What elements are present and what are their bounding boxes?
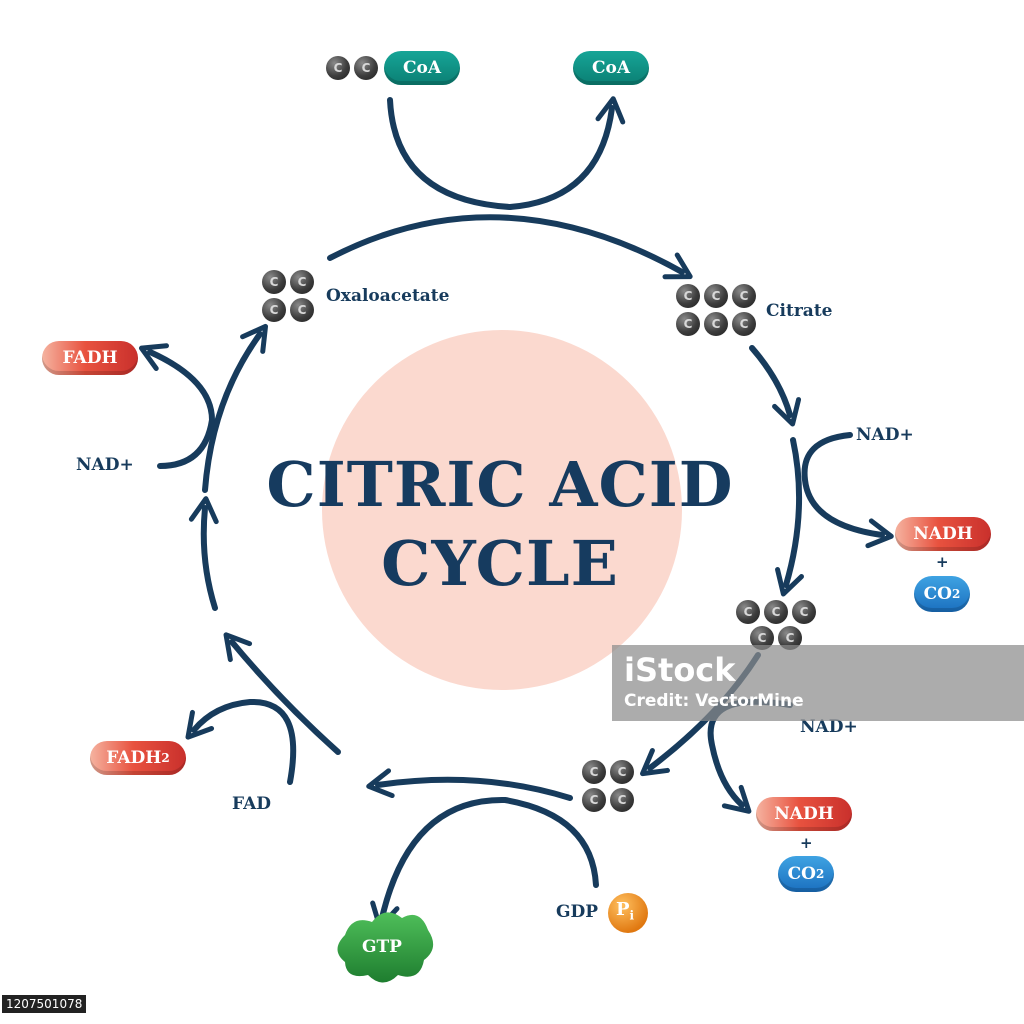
watermark-banner: iStock Credit: VectorMine xyxy=(612,645,1024,721)
carbon-atom: C xyxy=(676,284,700,308)
gtp-label: GTP xyxy=(362,937,402,957)
carbon-atom: C xyxy=(290,298,314,322)
co2-base: CO xyxy=(787,864,816,884)
carbon-atom: C xyxy=(610,788,634,812)
carbon-atom: C xyxy=(582,788,606,812)
carbon-atom: C xyxy=(610,760,634,784)
carbon-atom: C xyxy=(582,760,606,784)
carbon-atom: C xyxy=(764,600,788,624)
arrow-citrate-to-isocitrate xyxy=(749,345,802,427)
watermark-credit: Credit: VectorMine xyxy=(624,691,804,711)
nad-label-3: NAD+ xyxy=(76,455,134,475)
carbon-atom: C xyxy=(290,270,314,294)
stock-id: 1207501078 xyxy=(2,995,87,1013)
carbon-atom: C xyxy=(354,56,378,80)
fadh2-sub: 2 xyxy=(161,751,170,765)
nadh-pill-2: NADH xyxy=(756,797,852,831)
nad-label-2: NAD+ xyxy=(800,717,858,737)
fadh-pill: FADH xyxy=(42,341,138,375)
coa-out-pill: CoA xyxy=(573,51,649,85)
carbon-atom: C xyxy=(262,270,286,294)
pi-badge xyxy=(608,893,648,933)
oxaloacetate-label: Oxaloacetate xyxy=(326,286,450,306)
co2-sub: 2 xyxy=(815,867,825,881)
carbon-atom: C xyxy=(736,600,760,624)
arrow-malate-to-oxaloacetate xyxy=(202,323,268,493)
arrow-succinyl-to-succinate xyxy=(366,768,573,801)
title-line-2: CYCLE xyxy=(381,527,619,600)
gtp-badge xyxy=(337,912,434,983)
nadh-pill-1: NADH xyxy=(895,517,991,551)
plus-sign-2: + xyxy=(800,834,813,852)
citrate-label: Citrate xyxy=(766,301,833,321)
carbon-atom: C xyxy=(326,56,350,80)
carbon-atom: C xyxy=(262,298,286,322)
nad-label-1: NAD+ xyxy=(856,425,914,445)
pi-sub: i xyxy=(629,908,635,923)
carbon-atom: C xyxy=(704,312,728,336)
pi-label: Pi xyxy=(616,899,634,923)
pi-base: P xyxy=(616,899,630,920)
arrow-nad-to-nadh-1 xyxy=(801,432,894,549)
arrow-fumarate-to-malate xyxy=(188,496,219,611)
fadh2-base: FADH xyxy=(106,748,162,768)
co2-base: CO xyxy=(923,584,952,604)
carbon-atom: C xyxy=(792,600,816,624)
gdp-label: GDP xyxy=(556,902,599,922)
arrow-coa-out xyxy=(507,96,626,210)
arrow-to-alpha-ketoglutarate xyxy=(775,437,804,597)
carbon-atom: C xyxy=(676,312,700,336)
plus-sign-1: + xyxy=(936,553,949,571)
carbon-atom: C xyxy=(732,312,756,336)
arrow-gdp-to-gtp xyxy=(370,796,599,930)
arrow-nad-to-fadh xyxy=(138,343,216,469)
cycle-arrows xyxy=(138,96,894,930)
carbon-atom: C xyxy=(704,284,728,308)
arrow-fad-to-fadh2 xyxy=(185,698,297,785)
watermark-logo: iStock xyxy=(624,651,736,689)
carbon-atom: C xyxy=(732,284,756,308)
arrow-acetyl-coa-in xyxy=(387,97,513,210)
fad-label: FAD xyxy=(232,794,272,814)
co2-sub: 2 xyxy=(951,587,961,601)
center-circle xyxy=(322,330,682,690)
arrow-succinate-to-fumarate xyxy=(223,632,341,755)
acetyl-coa-pill: CoA xyxy=(384,51,460,85)
title-line-1: CITRIC ACID xyxy=(266,448,734,521)
arrow-oxaloacetate-to-citrate xyxy=(327,214,693,280)
